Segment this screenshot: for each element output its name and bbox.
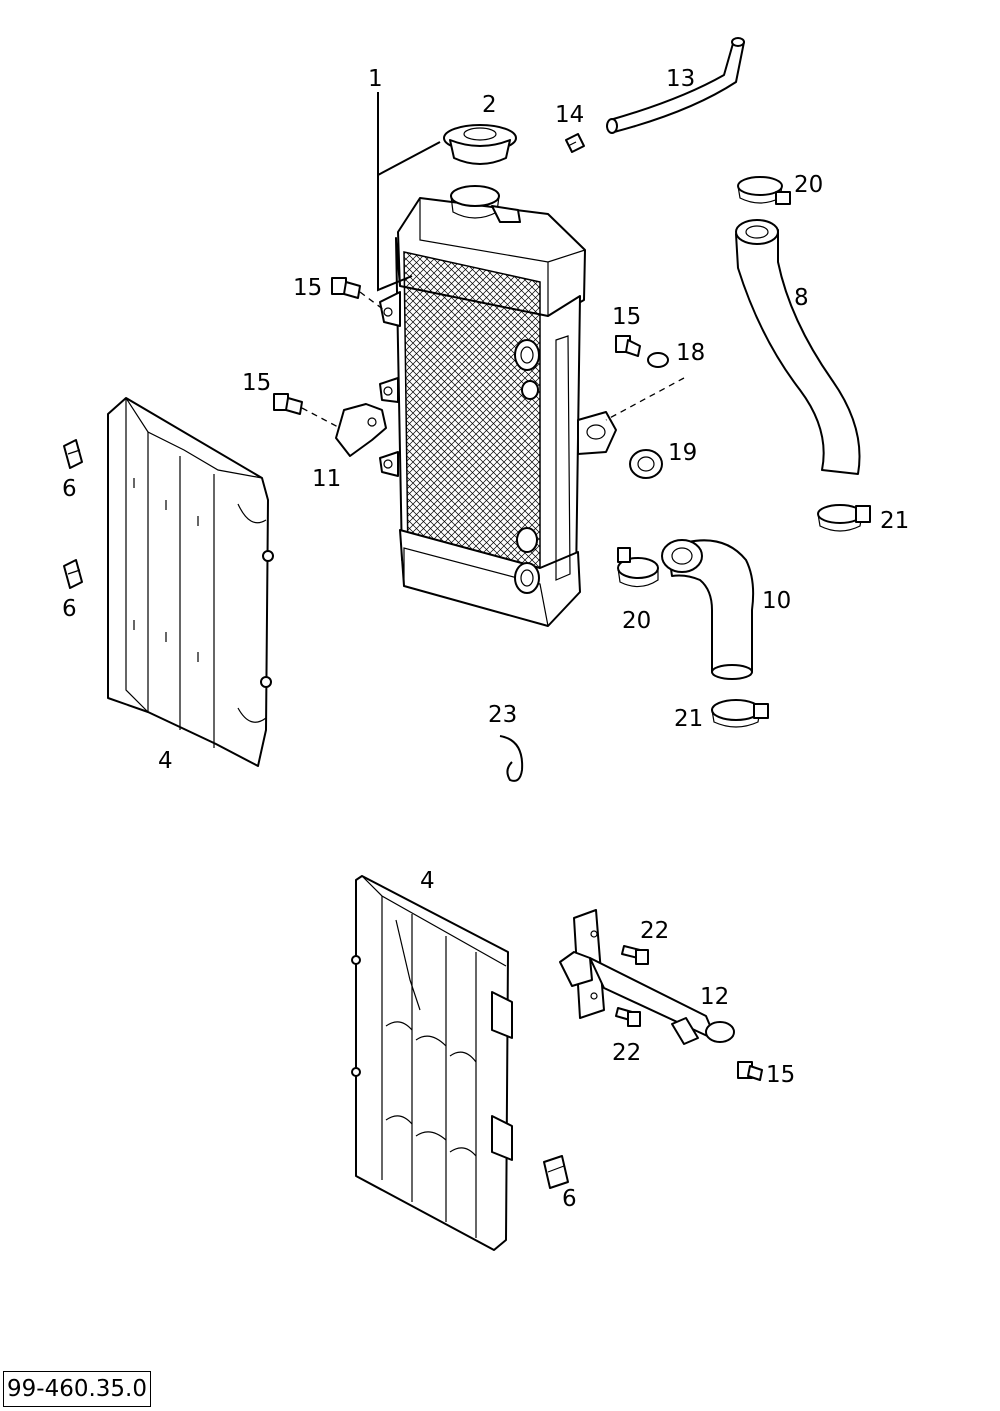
leader-1b bbox=[377, 141, 441, 176]
clip-6-b bbox=[63, 559, 83, 589]
callout-8: 8 bbox=[794, 285, 809, 311]
bracket-11 bbox=[335, 403, 387, 457]
hose-clamp-21-upper bbox=[817, 504, 871, 532]
callout-20-lower: 20 bbox=[622, 608, 651, 634]
callout-1: 1 bbox=[368, 66, 383, 92]
callout-21-lower: 21 bbox=[674, 706, 703, 732]
clip-6-c bbox=[543, 1155, 569, 1189]
callout-22-a: 22 bbox=[640, 918, 669, 944]
radiator-hose-10 bbox=[661, 539, 755, 680]
callout-22-b: 22 bbox=[612, 1040, 641, 1066]
radiator-cap bbox=[443, 124, 517, 165]
callout-6-c: 6 bbox=[562, 1186, 577, 1212]
callout-6-a: 6 bbox=[62, 476, 77, 502]
bolt-22-a bbox=[621, 945, 649, 965]
leader-1 bbox=[377, 92, 413, 292]
hose-clamp-20-upper bbox=[737, 176, 791, 205]
bolt-15-b bbox=[273, 393, 303, 415]
dash-15-c bbox=[605, 377, 685, 421]
bolt-15-a bbox=[331, 277, 361, 299]
callout-21-upper: 21 bbox=[880, 508, 909, 534]
callout-11: 11 bbox=[312, 466, 341, 492]
callout-18: 18 bbox=[676, 340, 705, 366]
bolt-15-d bbox=[737, 1061, 763, 1081]
diagram-reference-number: 99-460.35.0 bbox=[3, 1371, 151, 1407]
callout-4-lower: 4 bbox=[420, 868, 435, 894]
callout-14: 14 bbox=[555, 102, 584, 128]
callout-23: 23 bbox=[488, 702, 517, 728]
radiator bbox=[379, 185, 617, 627]
callout-12: 12 bbox=[700, 984, 729, 1010]
washer-18 bbox=[647, 352, 669, 368]
dash-15-a bbox=[359, 291, 385, 311]
bolt-22-b bbox=[615, 1007, 641, 1027]
callout-6-b: 6 bbox=[62, 596, 77, 622]
callout-20-upper: 20 bbox=[794, 172, 823, 198]
dash-15-b bbox=[301, 407, 341, 429]
hose-clamp-20-lower bbox=[617, 547, 659, 588]
clip-6-a bbox=[63, 439, 83, 469]
callout-15-c: 15 bbox=[612, 304, 641, 330]
bracket-12 bbox=[559, 909, 735, 1045]
callout-15-b: 15 bbox=[242, 370, 271, 396]
bolt-15-c bbox=[615, 335, 641, 357]
callout-15-a: 15 bbox=[293, 275, 322, 301]
radiator-shroud-upper bbox=[107, 397, 274, 767]
callout-10: 10 bbox=[762, 588, 791, 614]
radiator-shroud-lower bbox=[351, 875, 513, 1251]
callout-13: 13 bbox=[666, 66, 695, 92]
circlip-23 bbox=[499, 735, 524, 782]
callout-2: 2 bbox=[482, 92, 497, 118]
overflow-hose bbox=[606, 37, 745, 134]
radiator-hose-8 bbox=[735, 219, 861, 475]
small-screw-14 bbox=[565, 133, 585, 153]
callout-4-upper: 4 bbox=[158, 748, 173, 774]
callout-19: 19 bbox=[668, 440, 697, 466]
hose-clamp-21-lower bbox=[711, 699, 769, 728]
grommet-19 bbox=[629, 449, 663, 479]
callout-15-d: 15 bbox=[766, 1062, 795, 1088]
